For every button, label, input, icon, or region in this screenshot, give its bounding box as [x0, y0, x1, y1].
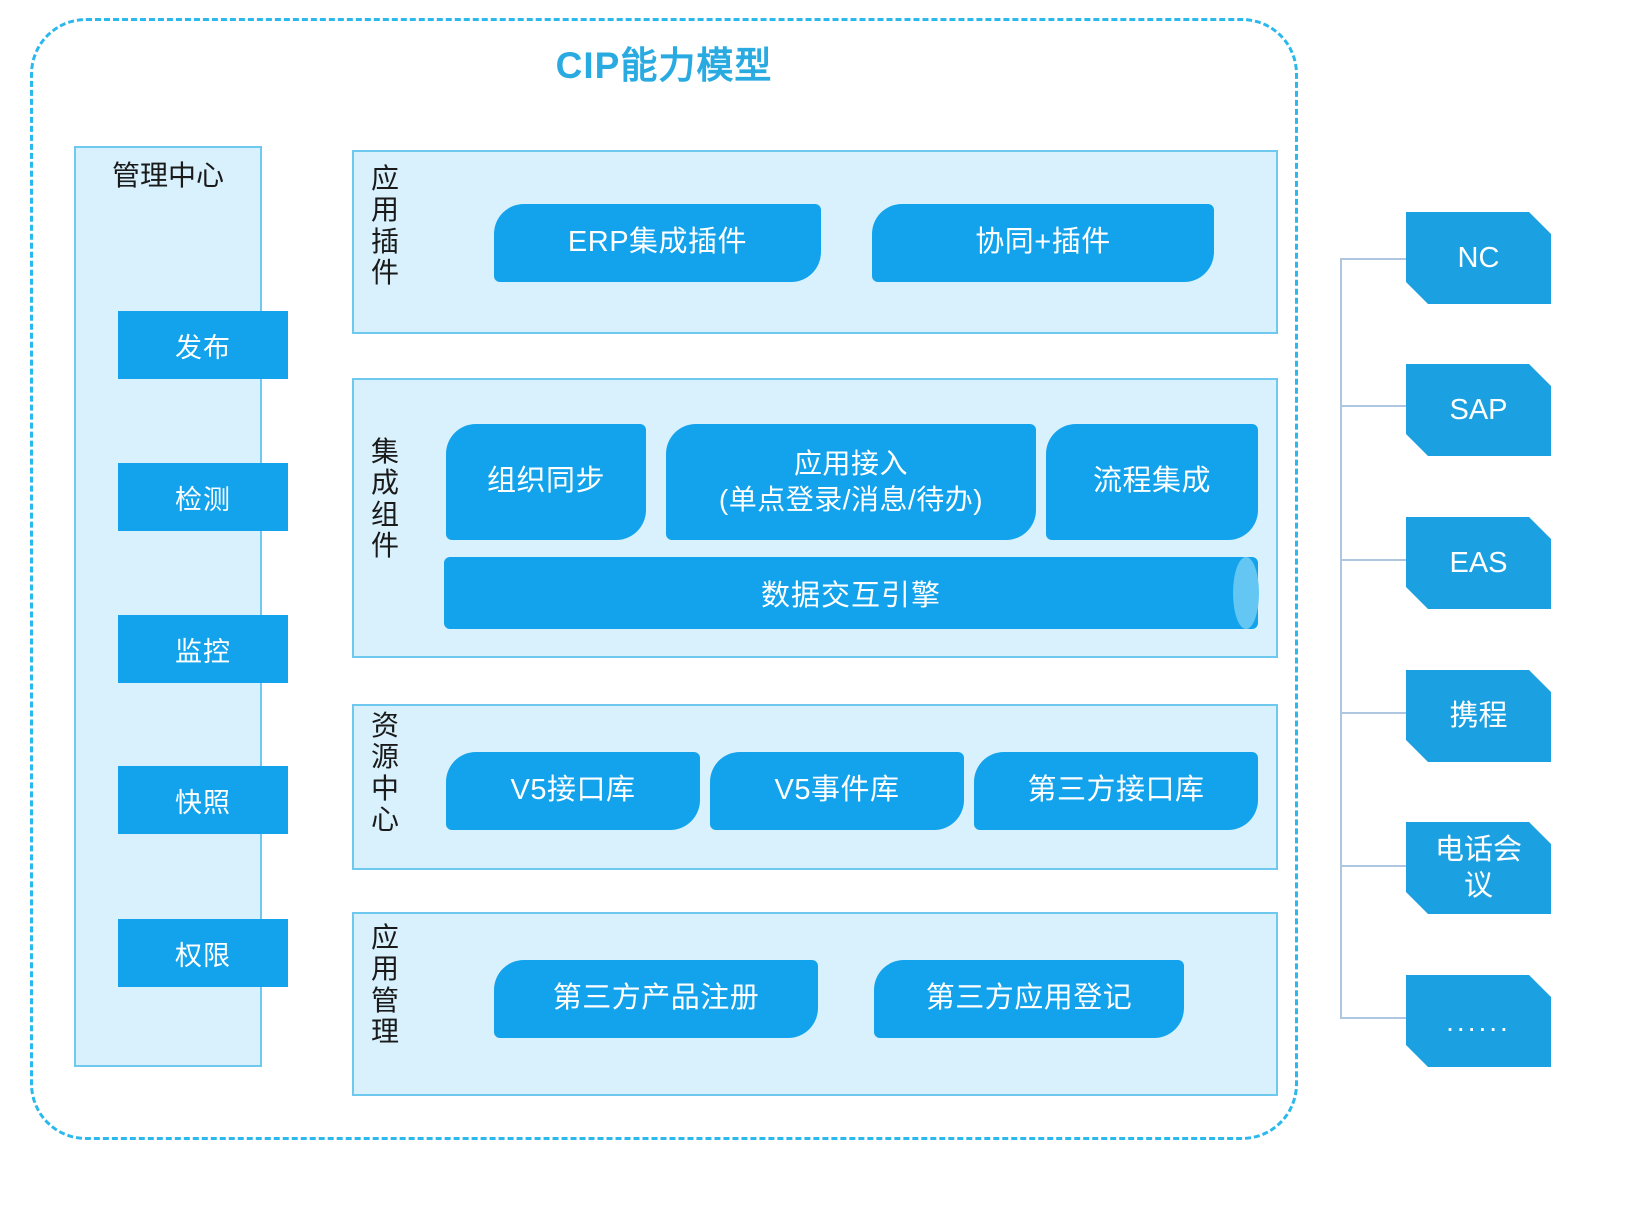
pill-v5-api-library[interactable]: V5接口库	[446, 752, 700, 830]
management-center-title: 管理中心	[111, 160, 224, 191]
connector-branch-conference	[1340, 865, 1408, 867]
cylinder-label: 数据交互引擎	[760, 580, 941, 612]
system-tag-more[interactable]: ......	[1406, 975, 1551, 1067]
row-label-app-management: 应用管理	[370, 922, 399, 1048]
page-title: CIP能力模型	[555, 45, 773, 86]
system-tag-nc[interactable]: NC	[1406, 212, 1551, 304]
system-tag-conference[interactable]: 电话会 议	[1406, 822, 1551, 914]
pill-third-party-api-library[interactable]: 第三方接口库	[974, 752, 1258, 830]
mgmt-item-snapshot[interactable]: 快照	[118, 766, 288, 834]
cip-boundary	[30, 18, 1298, 1140]
row-label-resource-center: 资源中心	[370, 710, 399, 836]
connector-branch-ctrip	[1340, 712, 1408, 714]
mgmt-item-monitor[interactable]: 监控	[118, 615, 288, 683]
system-tag-sap[interactable]: SAP	[1406, 364, 1551, 456]
management-center-panel	[74, 146, 262, 1067]
pill-v5-event-library[interactable]: V5事件库	[710, 752, 964, 830]
pill-erp-integration-plugin[interactable]: ERP集成插件	[494, 204, 821, 282]
row-label-integration-components: 集成组件	[370, 436, 399, 562]
system-tag-conference-line2: 议	[1463, 870, 1493, 902]
pill-process-integration[interactable]: 流程集成	[1046, 424, 1258, 540]
pill-app-access-line2: (单点登录/消息/待办)	[718, 484, 984, 515]
connector-branch-sap	[1340, 405, 1408, 407]
pill-app-access[interactable]: 应用接入 (单点登录/消息/待办)	[666, 424, 1036, 540]
connector-branch-nc	[1340, 258, 1408, 260]
pill-third-party-app-registration[interactable]: 第三方应用登记	[874, 960, 1184, 1038]
connector-branch-eas	[1340, 559, 1408, 561]
row-label-app-plugins: 应用插件	[370, 163, 399, 289]
system-tag-eas[interactable]: EAS	[1406, 517, 1551, 609]
pill-org-sync[interactable]: 组织同步	[446, 424, 646, 540]
system-tag-ctrip[interactable]: 携程	[1406, 670, 1551, 762]
mgmt-item-detect[interactable]: 检测	[118, 463, 288, 531]
connector-spine	[1340, 258, 1342, 1018]
pill-app-access-line1: 应用接入	[793, 448, 908, 480]
cylinder-cap	[1233, 557, 1259, 629]
mgmt-item-publish[interactable]: 发布	[118, 311, 288, 379]
pill-collaboration-plugin[interactable]: 协同+插件	[872, 204, 1214, 282]
cylinder-data-exchange-engine[interactable]: 数据交互引擎	[444, 557, 1259, 629]
pill-third-party-product-register[interactable]: 第三方产品注册	[494, 960, 818, 1038]
mgmt-item-permission[interactable]: 权限	[118, 919, 288, 987]
system-tag-conference-line1: 电话会	[1434, 833, 1522, 866]
connector-branch-more	[1340, 1017, 1408, 1019]
